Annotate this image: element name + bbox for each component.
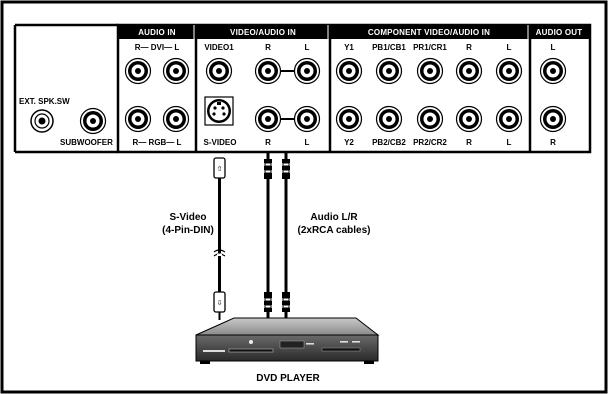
video-audio-r-top-jack[interactable] <box>254 57 282 85</box>
s-video-cable: ⇧ ⇩ <box>213 157 226 320</box>
svg-text:⇧: ⇧ <box>217 165 223 173</box>
s-video-cable-sublabel: (4-Pin-DIN) <box>162 225 214 236</box>
label-video1: VIDEO1 <box>204 43 234 52</box>
component-y2-jack[interactable] <box>335 105 363 133</box>
label-component-l-bottom: L <box>507 138 512 147</box>
video1-jack[interactable] <box>205 57 233 85</box>
dvd-player-label: DVD PLAYER <box>256 373 320 384</box>
video-audio-l-bottom-jack[interactable] <box>293 105 321 133</box>
audio-out-l-jack[interactable] <box>539 57 567 85</box>
label-video-l-top: L <box>305 43 310 52</box>
svg-text:⇩: ⇩ <box>217 299 223 307</box>
audio-in-rgb-r-jack[interactable] <box>124 105 152 133</box>
label-video-l-bottom: L <box>305 138 310 147</box>
component-r-top-jack[interactable] <box>455 57 483 85</box>
video-audio-r-bottom-jack[interactable] <box>254 105 282 133</box>
audio-in-dvi-r-jack[interactable] <box>124 57 152 85</box>
component-pb2-jack[interactable] <box>375 105 403 133</box>
label-audio-out-r: R <box>550 138 556 147</box>
label-ext-spk-sw: EXT. SPK.SW <box>19 97 70 106</box>
s-video-socket[interactable] <box>204 96 234 126</box>
label-subwoofer: SUBWOOFER <box>60 138 113 147</box>
component-y1-jack[interactable] <box>335 57 363 85</box>
rca-cable-right <box>282 153 290 320</box>
audio-out-r-jack[interactable] <box>539 105 567 133</box>
s-video-cable-label: S-Video <box>169 212 206 223</box>
component-pb1-jack[interactable] <box>375 57 403 85</box>
label-y1: Y1 <box>344 43 354 52</box>
label-component-r-bottom: R <box>466 138 472 147</box>
component-pr1-jack[interactable] <box>416 57 444 85</box>
label-pr2: PR2/CR2 <box>413 138 447 147</box>
label-component-l-top: L <box>507 43 512 52</box>
ext-spk-sw-jack[interactable] <box>30 109 54 133</box>
component-r-bottom-jack[interactable] <box>455 105 483 133</box>
rca-cable-left <box>264 153 272 320</box>
header-component-video-audio-in: COMPONENT VIDEO/AUDIO IN <box>368 28 490 37</box>
label-video-r-top: R <box>265 43 271 52</box>
video-audio-l-top-jack[interactable] <box>293 57 321 85</box>
label-audio-in-rgb: R— RGB— L <box>133 138 182 147</box>
label-pr1: PR1/CR1 <box>413 43 447 52</box>
label-audio-in-dvi: R— DVI— L <box>135 43 180 52</box>
label-component-r-top: R <box>466 43 472 52</box>
label-pb2: PB2/CB2 <box>372 138 406 147</box>
label-video-r-bottom: R <box>265 138 271 147</box>
audio-in-rgb-l-jack[interactable] <box>162 105 190 133</box>
dvd-player <box>195 317 380 364</box>
dvd-button-icon <box>203 350 225 352</box>
audio-cable-sublabel: (2xRCA cables) <box>298 225 371 236</box>
header-video-audio-in: VIDEO/AUDIO IN <box>230 28 296 37</box>
component-l-bottom-jack[interactable] <box>495 105 523 133</box>
subwoofer-jack[interactable] <box>79 107 107 135</box>
disc-tray-icon <box>228 348 274 353</box>
component-pr2-jack[interactable] <box>416 105 444 133</box>
label-pb1: PB1/CB1 <box>372 43 406 52</box>
label-audio-out-l: L <box>551 43 556 52</box>
display-icon <box>279 340 305 349</box>
header-audio-in: AUDIO IN <box>138 28 176 37</box>
component-l-top-jack[interactable] <box>495 57 523 85</box>
label-s-video: S-VIDEO <box>204 138 237 147</box>
audio-cable-label: Audio L/R <box>310 212 358 223</box>
label-y2: Y2 <box>344 138 354 147</box>
header-audio-out: AUDIO OUT <box>536 28 583 37</box>
audio-in-dvi-l-jack[interactable] <box>162 57 190 85</box>
